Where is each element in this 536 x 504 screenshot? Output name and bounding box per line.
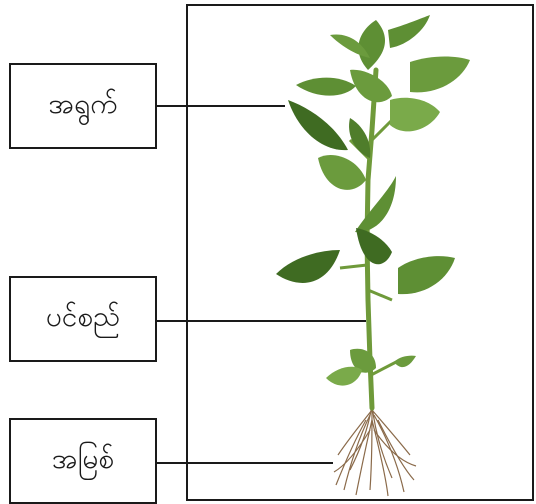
leaf	[394, 356, 416, 367]
leaf	[388, 15, 430, 48]
leaf	[358, 20, 385, 70]
leaf	[356, 228, 392, 264]
leaf	[318, 155, 366, 190]
leaf	[296, 78, 356, 96]
leaf	[326, 367, 362, 386]
leaf	[390, 98, 440, 132]
leaf	[276, 250, 340, 283]
leaf	[410, 56, 470, 92]
leaf	[288, 100, 348, 150]
leaf	[398, 256, 455, 294]
leaf	[350, 70, 392, 102]
plant-roots	[334, 405, 416, 496]
plant-leaves	[276, 15, 470, 386]
leaf	[349, 118, 370, 158]
